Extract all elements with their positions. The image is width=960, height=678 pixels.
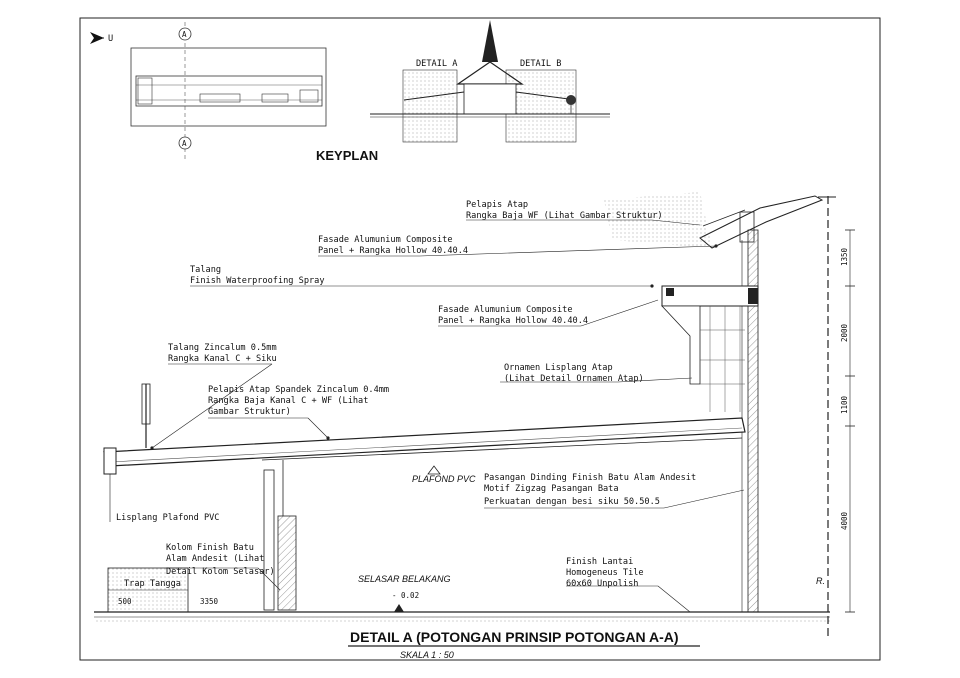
keyplan-plan [130, 22, 327, 160]
drawing-title: DETAIL A (POTONGAN PRINSIP POTONGAN A-A) [350, 629, 679, 645]
label-talang-2: Finish Waterproofing Spray [190, 276, 325, 286]
keyplan-detail-a: DETAIL A [416, 59, 458, 69]
label-dinding: Pasangan Dinding Finish Batu Alam Andesi… [484, 473, 696, 483]
dim-1100: 1100 [840, 395, 849, 414]
label-trap: Trap Tangga [124, 579, 181, 589]
keyplan-section [370, 20, 610, 143]
r-mark: R. [816, 576, 825, 586]
label-pelapis-atap: Pelapis Atap [466, 200, 528, 210]
elevation-marker-icon [394, 604, 404, 612]
label-fasade-top: Fasade Alumunium Composite [318, 235, 453, 245]
section-marker-top: A [182, 30, 187, 39]
label-spandek-3: Gambar Struktur) [208, 407, 291, 417]
label-lantai: Finish Lantai [566, 557, 633, 567]
keyplan-detail-b: DETAIL B [520, 59, 561, 69]
label-dinding-2: Motif Zigzag Pasangan Bata [484, 484, 619, 494]
label-ornamen-2: (Lihat Detail Ornamen Atap) [504, 374, 644, 384]
label-kolom-3: Detail Kolom Selasar) [166, 567, 275, 577]
label-lisplang: Lisplang Plafond PVC [116, 513, 219, 523]
dim-1350: 1350 [840, 247, 849, 266]
label-talang-zinc: Talang Zincalum 0.5mm [168, 343, 277, 353]
label-fasade-mid-2: Panel + Rangka Hollow 40.40.4 [438, 316, 588, 326]
dim-4000: 4000 [840, 511, 849, 530]
leader-lines [109, 219, 745, 613]
label-kolom-2: Alam Andesit (Lihat [166, 554, 264, 564]
drawing-border [79, 17, 881, 661]
label-lantai-2: Homogeneus Tile [566, 568, 644, 578]
label-elevation: - 0.02 [392, 591, 419, 600]
label-ornamen: Ornamen Lisplang Atap [504, 363, 613, 373]
north-label: U [108, 34, 113, 44]
label-kolom: Kolom Finish Batu [166, 543, 254, 553]
label-talang-zinc-2: Rangka Kanal C + Siku [168, 354, 277, 364]
dim-500: 500 [118, 597, 132, 606]
north-arrow-icon [90, 32, 104, 44]
label-fasade-mid: Fasade Alumunium Composite [438, 305, 573, 315]
column [263, 460, 297, 611]
label-spandek: Pelapis Atap Spandek Zincalum 0.4mm [208, 385, 389, 395]
label-plafond: PLAFOND PVC [412, 474, 476, 484]
label-lantai-3: 60x60 Unpolish [566, 579, 638, 589]
label-spandek-2: Rangka Baja Kanal C + WF (Lihat [208, 396, 368, 406]
label-fasade-top-2: Panel + Rangka Hollow 40.40.4 [318, 246, 468, 256]
upper-roof [604, 192, 836, 249]
leader-dots [150, 244, 718, 450]
label-pelapis-atap-2: Rangka Baja WF (Lihat Gambar Struktur) [466, 211, 663, 221]
label-dinding-3: Perkuatan dengan besi siku 50.50.5 [484, 497, 660, 507]
label-selasar: SELASAR BELAKANG [358, 574, 451, 584]
plafond-marker-icon [427, 465, 441, 475]
dim-3350: 3350 [200, 597, 219, 606]
dim-2000: 2000 [840, 323, 849, 342]
keyplan-title: KEYPLAN [316, 148, 378, 163]
dimension-line [827, 196, 855, 640]
label-talang: Talang [190, 265, 221, 275]
drawing-scale: SKALA 1 : 50 [400, 650, 454, 660]
canopy-roof [103, 383, 746, 475]
stair [107, 567, 189, 613]
section-marker-bottom: A [182, 139, 187, 148]
floor [94, 611, 830, 623]
fasade-box [661, 285, 759, 412]
